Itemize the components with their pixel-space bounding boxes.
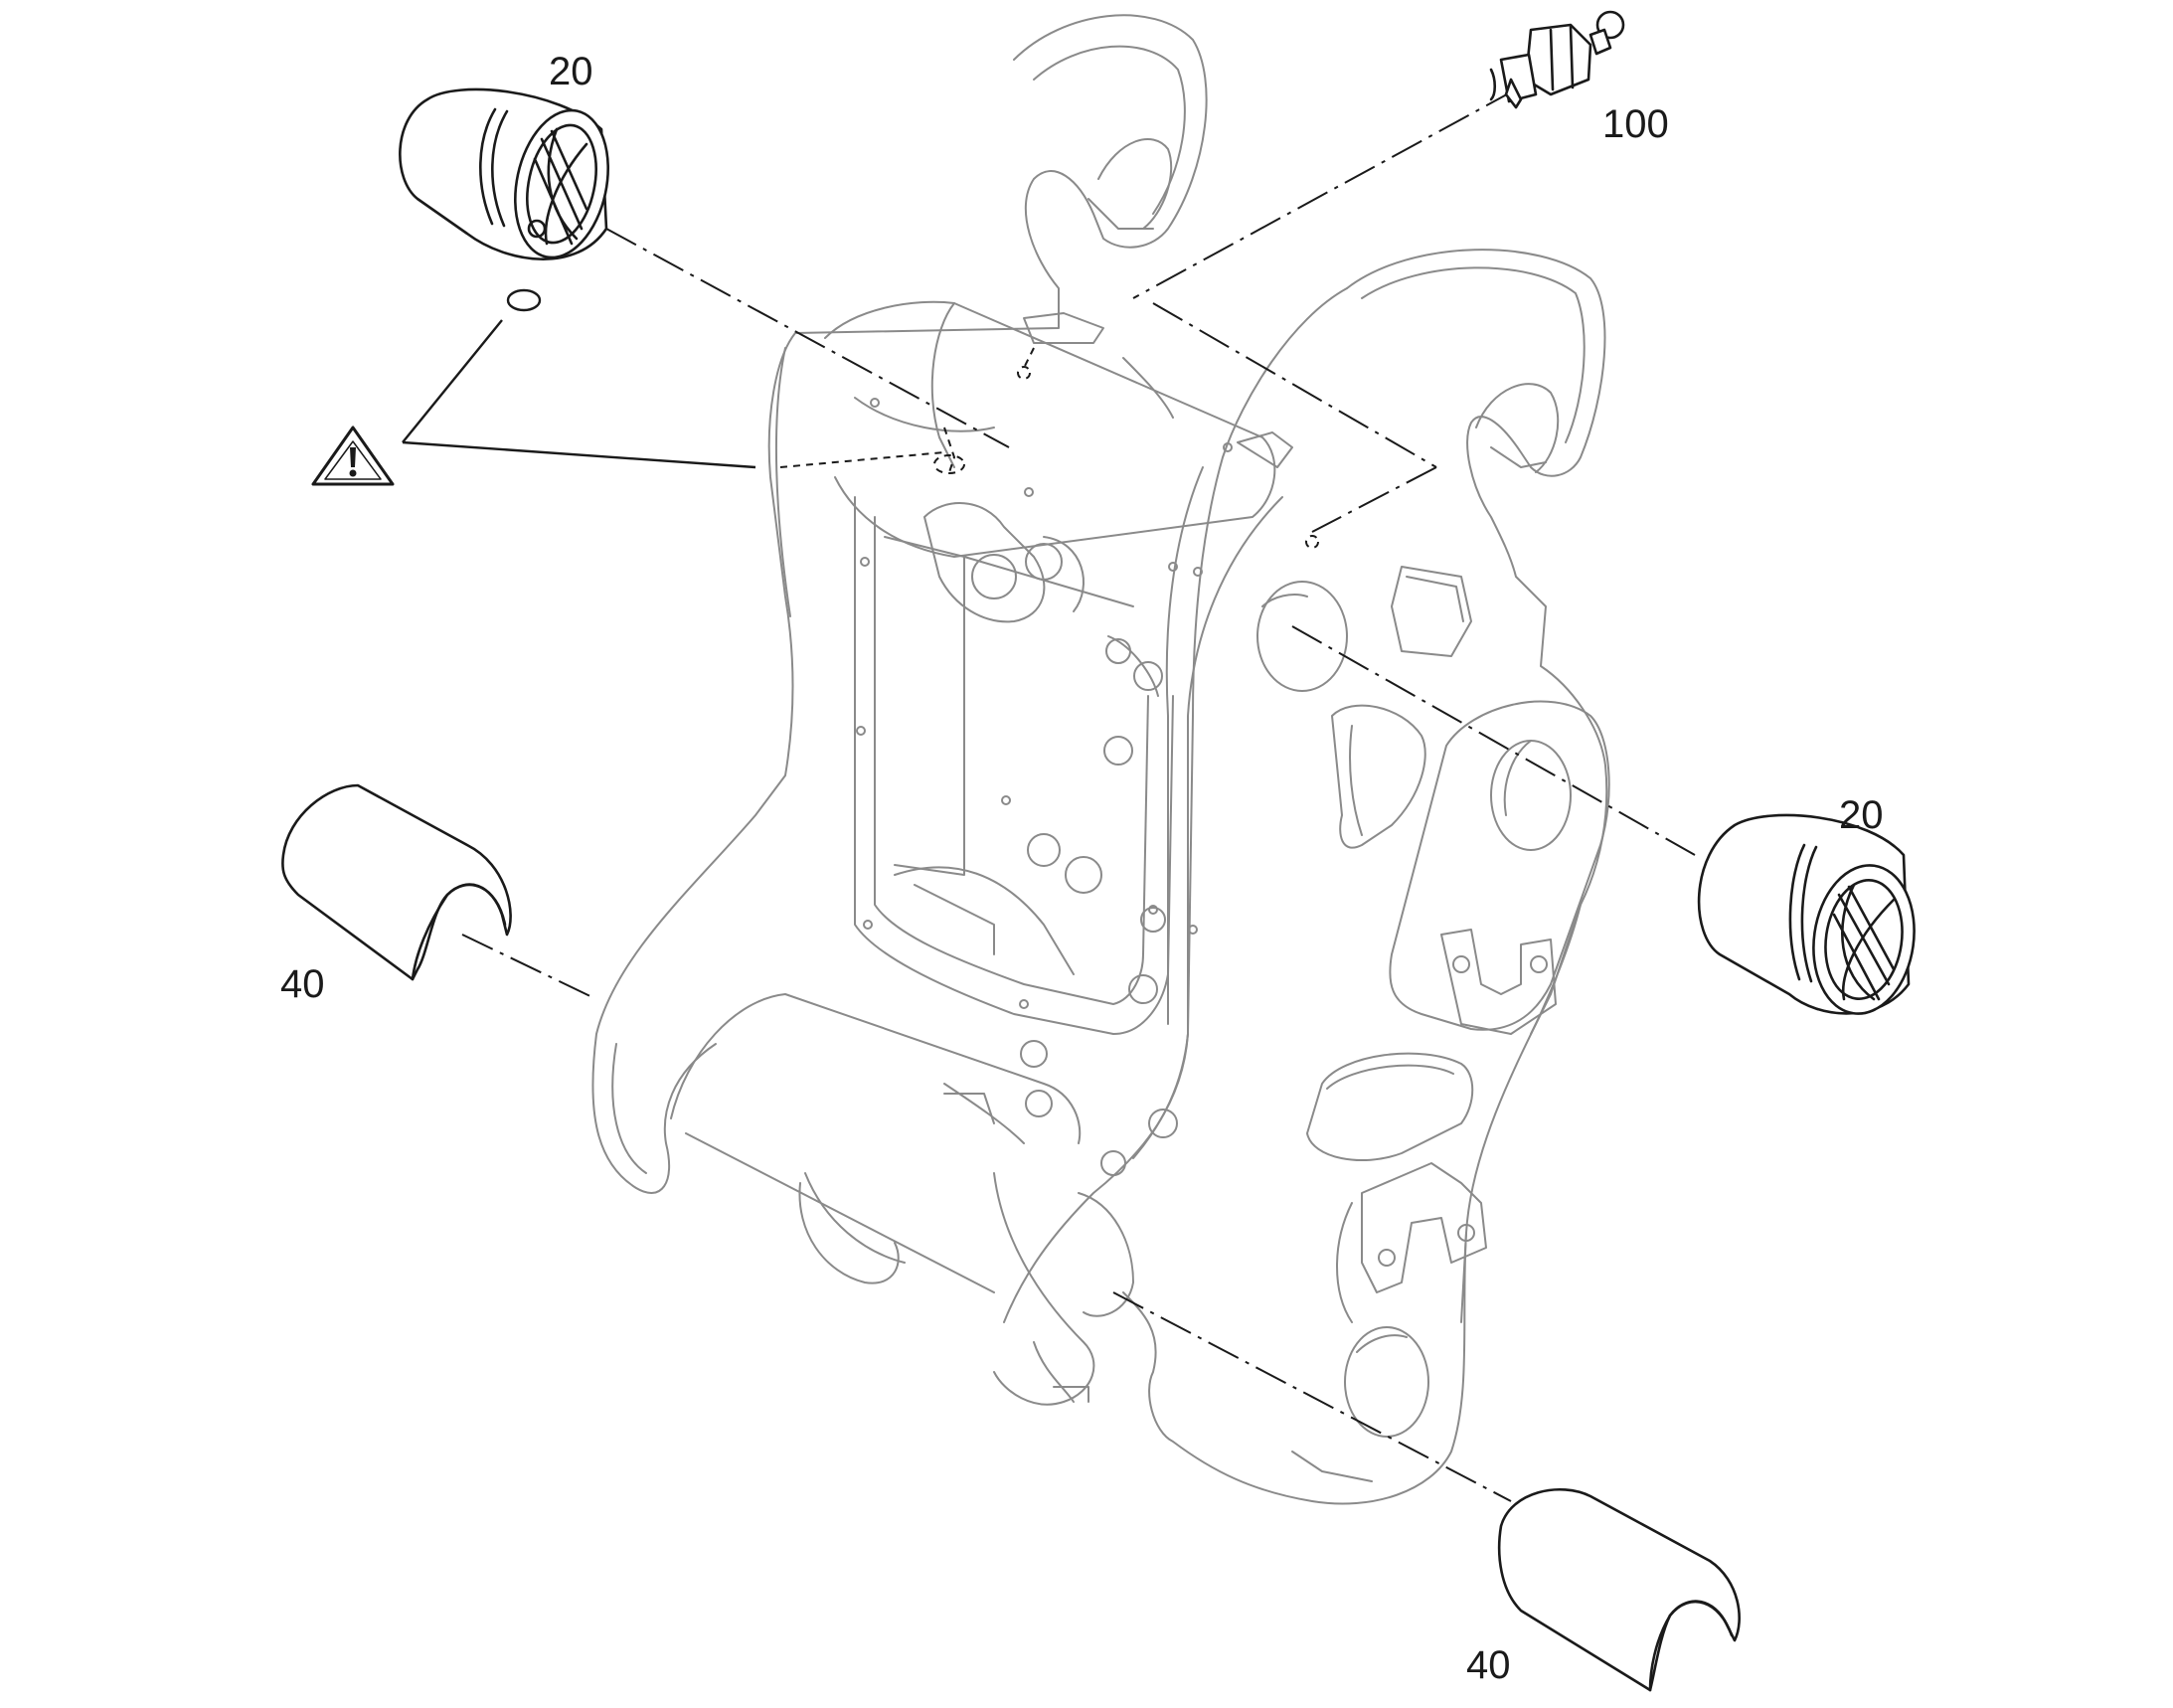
- bushing-top: [399, 87, 609, 260]
- half-shell-bottom: [1497, 1488, 1741, 1692]
- frame-window: [854, 496, 1174, 1035]
- half-shell-left: [281, 783, 512, 981]
- link-arm: [1389, 700, 1610, 1031]
- upper-cross-tube: [824, 300, 1276, 558]
- callout-half-shell-bottom: 40: [1466, 1643, 1511, 1687]
- warning-leaders: [402, 288, 756, 469]
- lower-cross-tube: [670, 993, 1082, 1144]
- coupler-frame: [591, 14, 1610, 1505]
- center-lines: [461, 88, 1696, 1502]
- hidden-hole: [1305, 535, 1319, 549]
- left-side-plate: [591, 14, 1208, 1194]
- callout-half-shell-left: 40: [280, 962, 325, 1006]
- hidden-hole: [1017, 366, 1031, 380]
- warning-triangle-icon: [311, 426, 395, 486]
- grease-nipple: [1489, 10, 1625, 109]
- callout-bushing-top: 20: [549, 50, 593, 93]
- bushing-right: [1697, 813, 1916, 1015]
- hidden-hole: [933, 454, 965, 474]
- callout-bushing-right: 20: [1839, 793, 1884, 837]
- callout-grease-nipple: 100: [1602, 102, 1669, 146]
- oval-plate: [1306, 1052, 1474, 1161]
- right-side-plate: [1122, 249, 1608, 1505]
